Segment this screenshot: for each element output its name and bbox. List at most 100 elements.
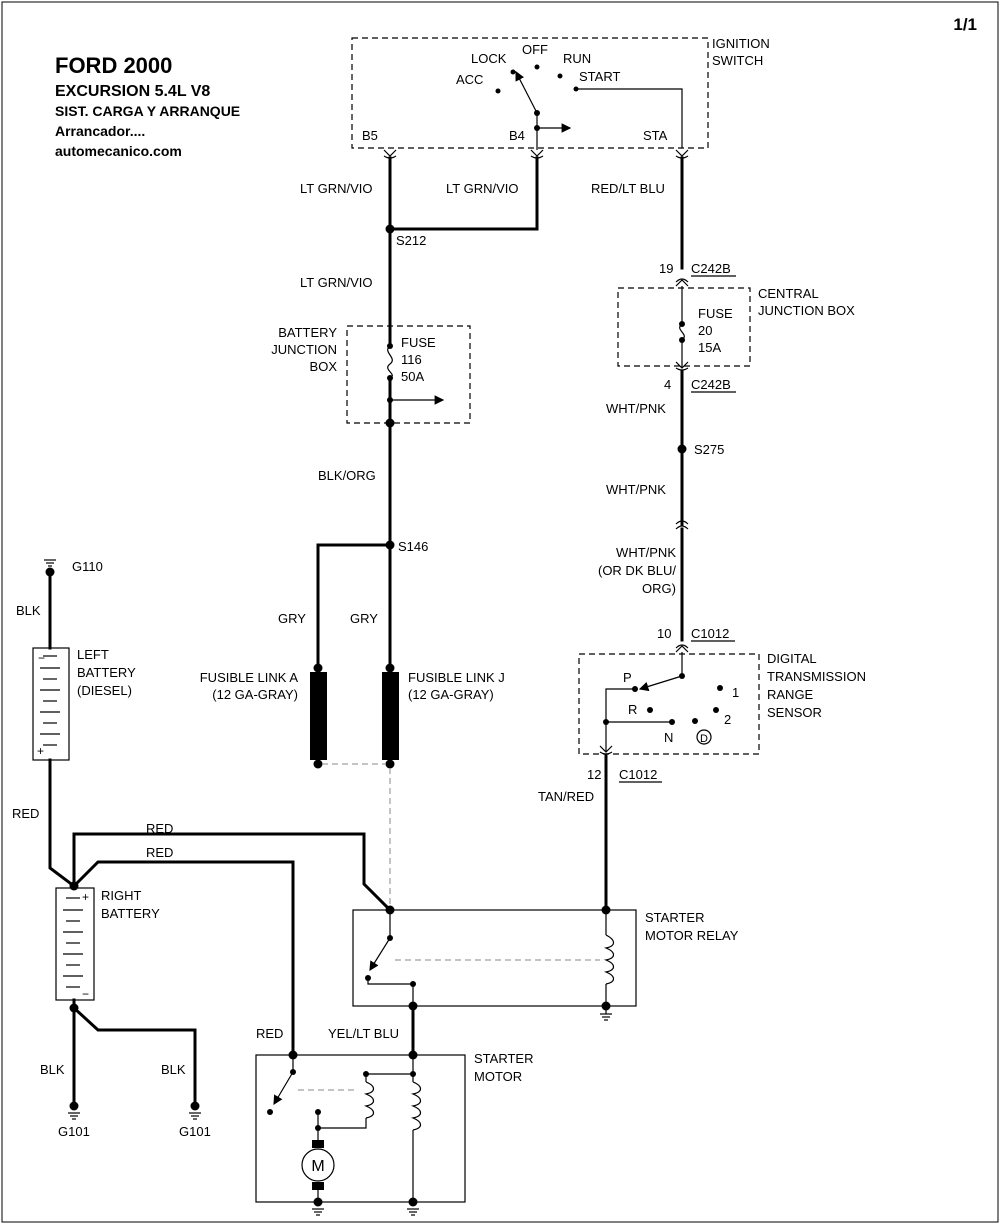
title-model: FORD 2000 bbox=[55, 53, 172, 78]
wire-label-gry-a: GRY bbox=[278, 611, 306, 626]
title-system: SIST. CARGA Y ARRANQUE bbox=[55, 103, 240, 119]
left-battery-label-1: LEFT bbox=[77, 647, 109, 662]
relay-coil-icon bbox=[603, 934, 615, 985]
trs-pos-2: 2 bbox=[724, 712, 731, 727]
ground-g101-label-1: G101 bbox=[58, 1124, 90, 1139]
motor-symbol: M bbox=[311, 1158, 324, 1175]
left-battery-label-3: (DIESEL) bbox=[77, 683, 132, 698]
wire-label-lt-grn-vio-3: LT GRN/VIO bbox=[300, 275, 372, 290]
bjb-title-2: JUNCTION bbox=[271, 342, 337, 357]
pin-b5: B5 bbox=[362, 128, 378, 143]
splice-s212-dot bbox=[385, 224, 395, 234]
pin-b4: B4 bbox=[509, 128, 525, 143]
wire-label-wht-pnk-4: (OR DK BLU/ bbox=[598, 563, 676, 578]
pin-19: 19 bbox=[659, 261, 673, 276]
wire-label-red-lt-blu: RED/LT BLU bbox=[591, 181, 665, 196]
pos-lock: LOCK bbox=[471, 51, 507, 66]
right-battery-plus: + bbox=[82, 890, 89, 904]
ground-g110: G110 bbox=[44, 559, 103, 577]
trs-pos-d: D bbox=[700, 733, 708, 745]
wire-label-blk-g110: BLK bbox=[16, 603, 41, 618]
trs-pos-r: R bbox=[628, 702, 637, 717]
trs-pos-1: 1 bbox=[732, 685, 739, 700]
wire-label-yel-lt-blu: YEL/LT BLU bbox=[328, 1026, 399, 1041]
wire-label-lt-grn-vio-1: LT GRN/VIO bbox=[300, 181, 372, 196]
fuse-20-label: FUSE bbox=[698, 306, 733, 321]
trs-title-3: RANGE bbox=[767, 687, 814, 702]
transmission-range-sensor: DIGITAL TRANSMISSION RANGE SENSOR P R N … bbox=[578, 651, 866, 755]
pos-run: RUN bbox=[563, 51, 591, 66]
right-battery: + − RIGHT BATTERY bbox=[55, 887, 160, 1001]
pos-off: OFF bbox=[522, 42, 548, 57]
pos-acc: ACC bbox=[456, 72, 483, 87]
left-battery-label-2: BATTERY bbox=[77, 665, 136, 680]
wire-label-wht-pnk-3: WHT/PNK bbox=[616, 545, 676, 560]
wire-label-gry-j: GRY bbox=[350, 611, 378, 626]
wire-label-red-starter: RED bbox=[256, 1026, 283, 1041]
bjb-title-1: BATTERY bbox=[278, 325, 337, 340]
trs-pos-n: N bbox=[664, 730, 673, 745]
wire-label-wht-pnk-2: WHT/PNK bbox=[606, 482, 666, 497]
battery-junction-box: BATTERY JUNCTION BOX FUSE 116 50A bbox=[271, 318, 471, 425]
wire-label-blk-g101-1: BLK bbox=[40, 1062, 65, 1077]
title-engine: EXCURSION 5.4L V8 bbox=[55, 83, 210, 100]
cjb-title-1: CENTRAL bbox=[758, 286, 819, 301]
connector-c242b-bottom: C242B bbox=[691, 377, 731, 392]
ground-g101-left: G101 bbox=[58, 1101, 90, 1139]
wire-label-blk-org: BLK/ORG bbox=[318, 468, 376, 483]
right-battery-minus: − bbox=[82, 987, 89, 1001]
central-junction-box: CENTRAL JUNCTION BOX FUSE 20 15A bbox=[617, 286, 855, 368]
trs-title-2: TRANSMISSION bbox=[767, 669, 866, 684]
fusible-link-j: FUSIBLE LINK J (12 GA-GRAY) bbox=[382, 663, 505, 769]
pin-12: 12 bbox=[587, 767, 601, 782]
cjb-title-2: JUNCTION BOX bbox=[758, 303, 855, 318]
right-battery-label-2: BATTERY bbox=[101, 906, 160, 921]
motor-icon bbox=[301, 1148, 335, 1182]
ground-g101-label-2: G101 bbox=[179, 1124, 211, 1139]
wire-label-lt-grn-vio-2: LT GRN/VIO bbox=[446, 181, 518, 196]
fuse-116-amp: 50A bbox=[401, 369, 424, 384]
fusible-link-j-gauge: (12 GA-GRAY) bbox=[408, 687, 494, 702]
connector-c1012-bottom: C1012 bbox=[619, 767, 657, 782]
fusible-link-a: FUSIBLE LINK A (12 GA-GRAY) bbox=[200, 663, 327, 769]
ignition-switch: IGNITION SWITCH LOCK OFF RUN ACC START B… bbox=[351, 36, 770, 159]
fuse-116-icon bbox=[387, 345, 393, 379]
title-component: Arrancador.... bbox=[55, 123, 145, 139]
fuse-116-label: FUSE bbox=[401, 335, 436, 350]
wire-label-wht-pnk-5: ORG) bbox=[642, 581, 676, 596]
wire-label-red-upper: RED bbox=[146, 821, 173, 836]
wire-label-blk-g101-2: BLK bbox=[161, 1062, 186, 1077]
wire-label-red-left: RED bbox=[12, 806, 39, 821]
splice-s275: S275 bbox=[694, 442, 724, 457]
pin-10: 10 bbox=[657, 626, 671, 641]
fusible-link-j-label: FUSIBLE LINK J bbox=[408, 670, 505, 685]
ground-g110-label: G110 bbox=[72, 559, 103, 574]
fuse-116-num: 116 bbox=[401, 352, 422, 367]
pin-sta: STA bbox=[643, 128, 668, 143]
page-number: 1/1 bbox=[953, 15, 977, 34]
wire-label-red-lower: RED bbox=[146, 845, 173, 860]
left-battery-plus: + bbox=[37, 744, 44, 758]
pin-4: 4 bbox=[664, 377, 671, 392]
relay-label-2: MOTOR RELAY bbox=[645, 928, 739, 943]
right-battery-label-1: RIGHT bbox=[101, 888, 142, 903]
title-source: automecanico.com bbox=[55, 143, 182, 159]
fuse-20-amp: 15A bbox=[698, 340, 721, 355]
fuse-20-num: 20 bbox=[698, 323, 712, 338]
trs-title-1: DIGITAL bbox=[767, 651, 817, 666]
splice-s212: S212 bbox=[396, 233, 426, 248]
starter-motor-label-2: MOTOR bbox=[474, 1069, 522, 1084]
pos-start: START bbox=[579, 69, 620, 84]
ground-g101-right: G101 bbox=[179, 1101, 211, 1139]
ignition-switch-title-2: SWITCH bbox=[712, 53, 763, 68]
splice-s275-dot bbox=[677, 444, 687, 454]
trs-pos-p: P bbox=[623, 670, 632, 685]
starter-motor: STARTER MOTOR M bbox=[255, 1050, 533, 1216]
relay-label-1: STARTER bbox=[645, 910, 704, 925]
starter-motor-relay: STARTER MOTOR RELAY bbox=[352, 905, 739, 1021]
bjb-title-3: BOX bbox=[310, 359, 338, 374]
trs-title-4: SENSOR bbox=[767, 705, 822, 720]
starter-motor-label-1: STARTER bbox=[474, 1051, 533, 1066]
